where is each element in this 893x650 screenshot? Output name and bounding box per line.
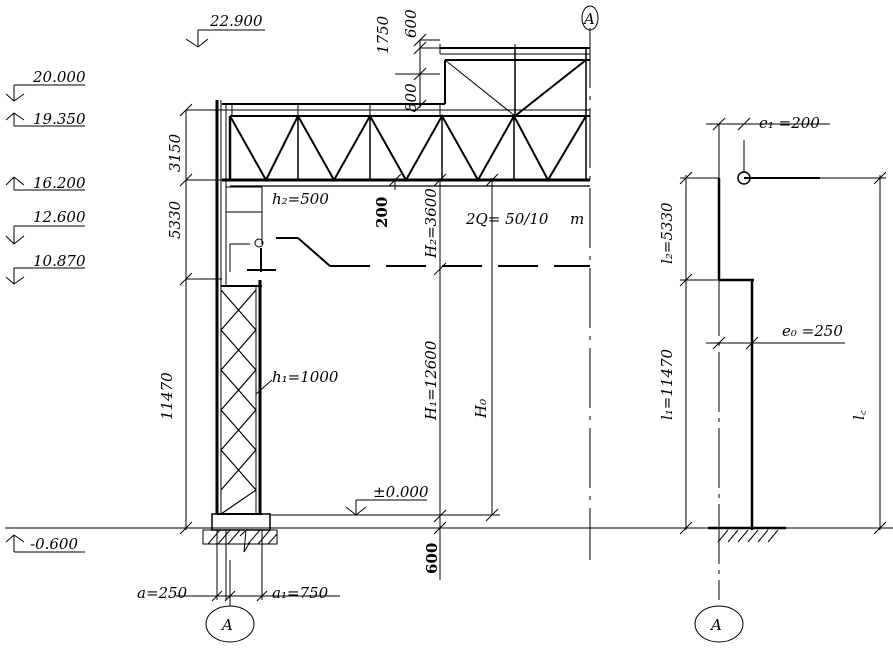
foundation	[202, 513, 278, 553]
height-dimensions	[270, 173, 500, 580]
axis-label-top: A	[582, 10, 595, 28]
base-dimensions	[176, 530, 340, 602]
dim-600-base: 600	[423, 543, 441, 574]
h1-leader	[255, 379, 273, 395]
label-e1: e₁ =200	[759, 114, 820, 132]
dim-1750: 1750	[374, 15, 392, 54]
elevation-12600: 12.600	[33, 208, 86, 226]
label-h1: h₁=1000	[272, 368, 339, 386]
label-crane: 2Q= 50/10	[465, 210, 549, 228]
dim-11470: 11470	[158, 372, 176, 420]
label-a: a=250	[137, 584, 188, 602]
elevation-10870: 10.870	[33, 252, 86, 270]
design-scheme	[679, 117, 887, 643]
crane-girder	[276, 237, 590, 267]
dim-H1: H₁=12600	[422, 340, 440, 421]
axis-marker-left	[205, 600, 255, 643]
label-l2: l₂=5330	[658, 202, 676, 264]
label-a1: a₁=750	[272, 584, 329, 602]
elevation-zero: ±0.000	[373, 483, 429, 501]
label-lc: l꜀	[850, 409, 868, 420]
elevation-19350: 19.350	[33, 110, 86, 128]
frame-column	[215, 100, 276, 515]
dim-3150: 3150	[166, 133, 184, 172]
elevation-marks	[5, 29, 427, 553]
dim-H0: H₀	[472, 399, 490, 419]
dim-5330: 5330	[166, 200, 184, 239]
dim-200: 200	[373, 197, 391, 228]
dim-600-top: 600	[402, 9, 420, 38]
roof-lantern	[439, 44, 590, 117]
centerline-axis	[581, 5, 599, 560]
label-crane-unit: т	[570, 210, 584, 228]
elevation-minus-600: -0.600	[30, 535, 78, 553]
label-h2: h₂=500	[272, 190, 329, 208]
axis-label-left: A	[220, 616, 233, 634]
elevation-22900: 22.900	[209, 12, 263, 30]
elevation-20000: 20.000	[32, 68, 86, 86]
axis-label-right: A	[709, 616, 722, 634]
lantern-dimensions	[395, 33, 440, 113]
elevation-16200: 16.200	[33, 174, 86, 192]
label-l1: l₁=11470	[658, 348, 676, 420]
roof-truss	[222, 103, 590, 187]
dim-H2: H₂=3600	[422, 188, 440, 259]
label-e0: e₀ =250	[782, 322, 843, 340]
dim-800: 800	[402, 83, 420, 112]
